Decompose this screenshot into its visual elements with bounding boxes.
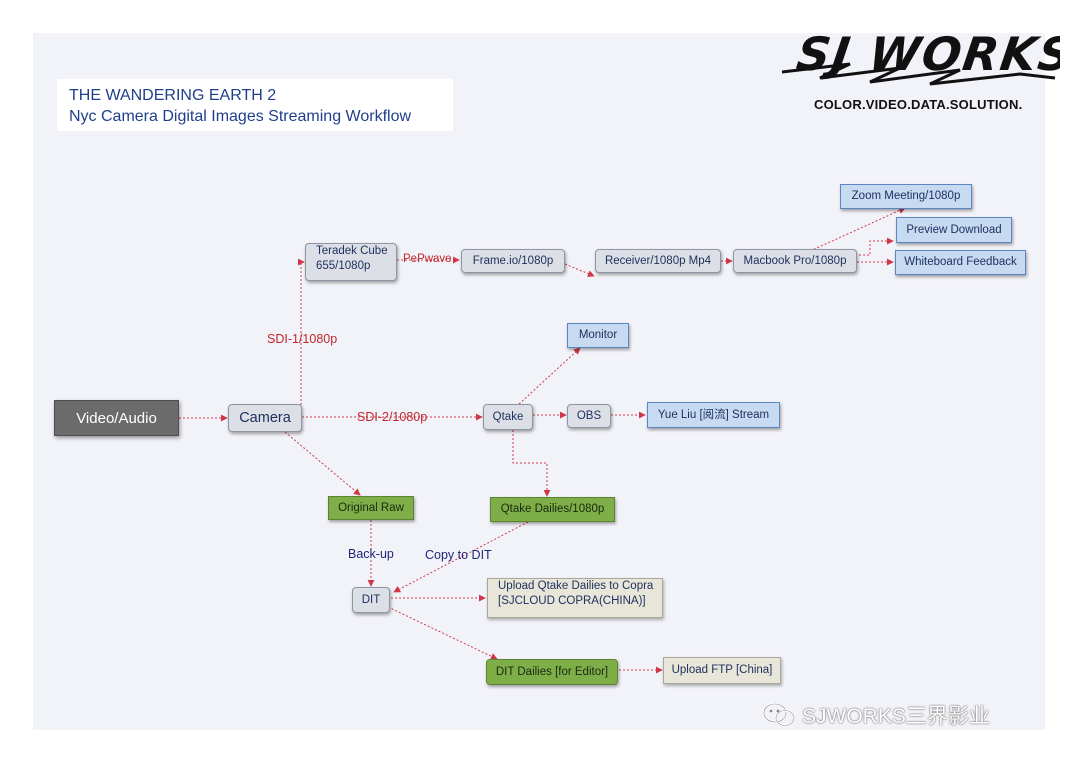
node-dit-dailies: DIT Dailies [for Editor] — [486, 659, 618, 685]
edge-macbook-preview — [855, 237, 894, 256]
edge-frameio-receiver — [564, 263, 595, 277]
node-dit: DIT — [352, 587, 390, 613]
node-upload-copra-line1: Upload Qtake Dailies to Copra — [498, 580, 654, 592]
node-teradek: Teradek Cube 655/1080p — [305, 243, 397, 281]
node-macbook: Macbook Pro/1080p — [733, 249, 857, 273]
edge-camera-teradek — [297, 258, 305, 405]
edge-label-backup: Back-up — [348, 547, 394, 561]
node-upload-copra: Upload Qtake Dailies to Copra [SJCLOUD C… — [487, 578, 663, 618]
wechat-icon — [763, 703, 795, 727]
node-obs: OBS — [567, 404, 611, 428]
watermark-text: SJWORKS三界影业 — [802, 705, 990, 728]
node-frameio: Frame.io/1080p — [461, 249, 565, 273]
title-box: THE WANDERING EARTH 2 Nyc Camera Digital… — [57, 79, 453, 131]
node-camera: Camera — [228, 404, 302, 432]
edge-label-pepwave: PePwave — [403, 253, 452, 265]
edge-macbook-zoom — [809, 207, 906, 252]
node-upload-copra-line2: [SJCLOUD COPRA(CHINA)] — [498, 595, 646, 607]
node-qtake: Qtake — [483, 404, 533, 430]
node-teradek-line2: 655/1080p — [316, 260, 371, 272]
node-teradek-line1: Teradek Cube — [316, 245, 388, 257]
diagram-subtitle: Nyc Camera Digital Images Streaming Work… — [69, 108, 412, 125]
node-preview: Preview Download — [896, 217, 1012, 243]
node-whiteboard: Whiteboard Feedback — [895, 250, 1026, 275]
node-yueliu: Yue Liu [阅流] Stream — [647, 402, 780, 428]
watermark: SJWORKS三界影业 — [762, 700, 990, 730]
edge-label-sdi2: SDI-2/1080p — [357, 410, 428, 424]
node-upload-ftp: Upload FTP [China] — [663, 657, 781, 684]
edge-qtakedailies-dit — [393, 521, 529, 593]
edge-label-copy-to-dit: Copy to DIT — [425, 548, 492, 562]
node-monitor: Monitor — [567, 323, 629, 348]
edge-qtake-qtakedailies — [512, 430, 551, 497]
node-video-audio: Video/Audio — [54, 400, 179, 436]
edge-label-sdi1: SDI-1/1080p — [267, 332, 338, 346]
sjworks-logo: SJ WORKS — [781, 27, 1060, 86]
diagram-title: THE WANDERING EARTH 2 — [69, 87, 277, 104]
tagline: COLOR.VIDEO.DATA.SOLUTION. — [814, 97, 1023, 112]
node-receiver: Receiver/1080p Mp4 — [595, 249, 721, 273]
node-original-raw: Original Raw — [328, 496, 414, 520]
node-qtake-dailies: Qtake Dailies/1080p — [490, 497, 615, 522]
edge-qtake-monitor — [518, 347, 581, 405]
edge-dit-ditdailies — [387, 606, 498, 660]
edge-camera-originalraw — [284, 431, 361, 496]
logo-text: SJ WORKS — [793, 27, 1060, 81]
node-zoom: Zoom Meeting/1080p — [840, 184, 972, 209]
